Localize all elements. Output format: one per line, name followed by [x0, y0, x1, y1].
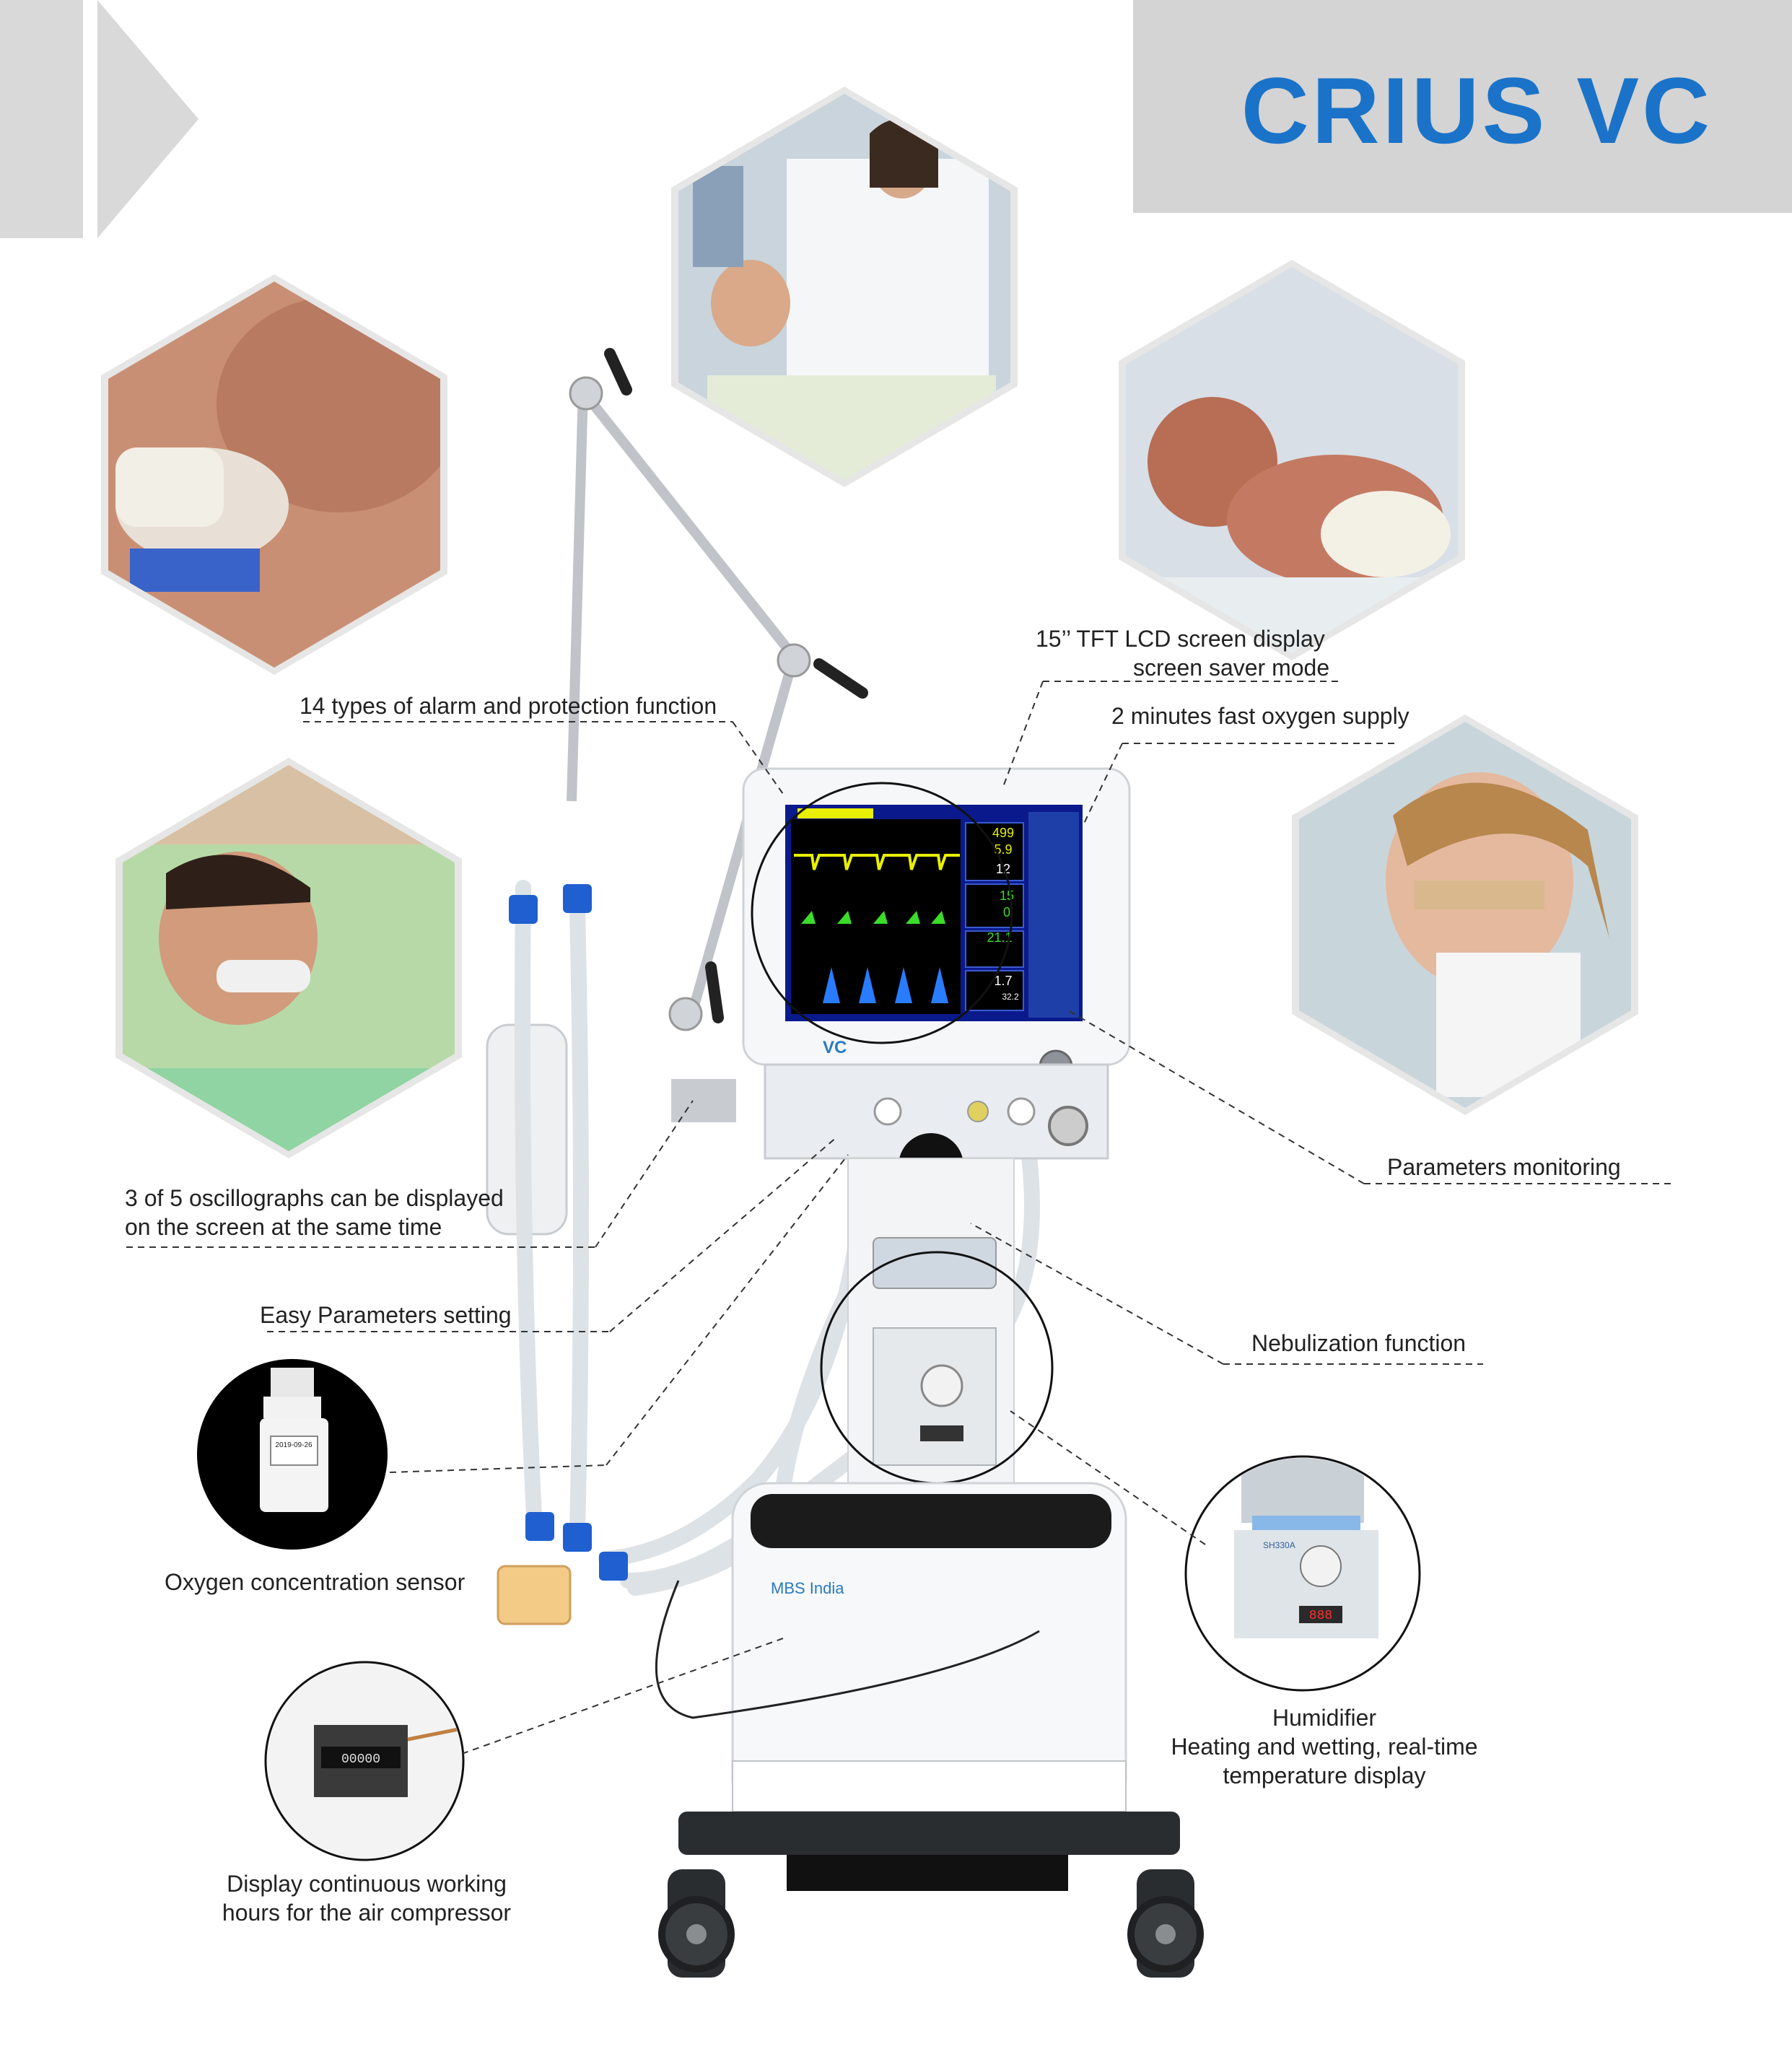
screen-value-6: 21.1	[987, 930, 1012, 945]
label-humidifier-line2: Heating and wetting, real-time	[1171, 1734, 1478, 1760]
label-compressor-line1: Display continuous working	[227, 1871, 507, 1897]
screen-value-2: 5.9	[994, 842, 1012, 857]
ventilator-main-unit: 499 5.9 12 15 0 21.1 1.7 32.2	[742, 767, 1131, 1084]
device-model-mark: VC	[823, 1038, 847, 1057]
photo-air-compressor-counter: 00000	[264, 1661, 465, 1861]
label-oxygen-sensor: Oxygen concentration sensor	[165, 1569, 466, 1595]
photo-hex-infant	[1119, 260, 1465, 660]
ventilator-control-module	[671, 1063, 1109, 1198]
label-nebulization: Nebulization function	[1251, 1330, 1467, 1356]
y-piece	[497, 1565, 572, 1625]
label-oscillographs-line1: 3 of 5 oscillographs can be displayed	[125, 1185, 504, 1211]
photo-oxygen-sensor: 2019-09-26	[197, 1359, 388, 1550]
compressor-counter: 00000	[341, 1752, 380, 1767]
label-compressor-line2: hours for the air compressor	[222, 1900, 512, 1926]
label-parameters-monitoring: Parameters monitoring	[1387, 1154, 1621, 1180]
label-screen-line1: 15’’ TFT LCD screen display	[1036, 626, 1325, 652]
label-easy-parameters-setting: Easy Parameters setting	[260, 1302, 512, 1328]
photo-humidifier: 888 SH330A	[1184, 1455, 1421, 1692]
screen-value-7: 1.7	[994, 974, 1012, 988]
header-chevron	[97, 0, 213, 238]
label-screen-line2: screen saver mode	[1133, 655, 1330, 681]
humidifier-display: 888	[1309, 1609, 1332, 1623]
sensor-date: 2019-09-26	[275, 1441, 312, 1449]
screen-value-5: 0	[1003, 905, 1010, 919]
photo-hex-doctor-patient	[671, 87, 1018, 487]
humidifier-model: SH330A	[1263, 1540, 1295, 1550]
callout-lines	[126, 681, 1674, 1755]
ventilator-cart	[655, 1482, 1204, 1978]
photo-hex-adult-patient	[115, 758, 462, 1158]
label-oscillographs-line2: on the screen at the same time	[125, 1214, 442, 1240]
label-humidifier-title: Humidifier	[1272, 1705, 1377, 1731]
page-title: CRIUS VC	[1241, 58, 1713, 163]
label-alarm-protection: 14 types of alarm and protection functio…	[300, 693, 717, 719]
screen-value-8: 32.2	[1002, 992, 1019, 1002]
photo-hex-child	[1292, 715, 1638, 1115]
ventilator-column	[820, 1158, 1054, 1485]
label-oxygen-supply: 2 minutes fast oxygen supply	[1111, 703, 1409, 729]
photo-hex-tracheostomy	[101, 274, 447, 675]
screen-value-1: 499	[992, 826, 1014, 840]
label-humidifier-line3: temperature display	[1223, 1762, 1426, 1788]
header-title-box: CRIUS VC	[1133, 0, 1792, 213]
device-brand-label: MBS India	[771, 1579, 844, 1597]
header-bar-left	[0, 0, 83, 238]
